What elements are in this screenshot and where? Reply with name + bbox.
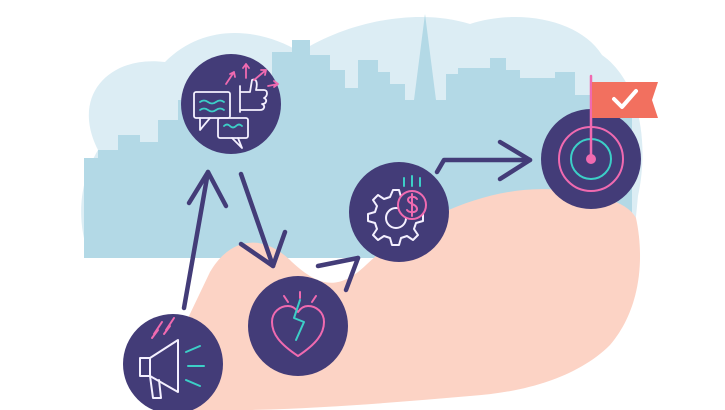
broken-heart-icon <box>271 291 325 357</box>
step-goal <box>541 74 658 209</box>
arrow-up-1 <box>181 169 211 311</box>
step-circle <box>248 276 348 376</box>
check-icon <box>612 89 638 109</box>
arrow-head-1 <box>186 169 229 209</box>
arrow-up-2b <box>343 255 361 293</box>
step-feedback <box>181 54 281 154</box>
step-budget <box>349 162 449 262</box>
arrow-down-1 <box>238 171 276 269</box>
arrow-head-2 <box>238 229 288 269</box>
gear-dollar-icon <box>367 175 427 246</box>
flag-icon <box>592 82 658 118</box>
step-circle <box>123 314 223 410</box>
chat-thumbs-up-icon <box>193 63 279 149</box>
arrow-up-2 <box>315 255 361 269</box>
step-heartbreak <box>248 276 348 376</box>
path-arrows <box>181 139 533 311</box>
arrow-head-4 <box>497 139 533 182</box>
step-circle <box>181 54 281 154</box>
megaphone-icon <box>139 317 205 399</box>
step-megaphone <box>123 314 223 410</box>
arrow-right-1 <box>434 157 533 175</box>
